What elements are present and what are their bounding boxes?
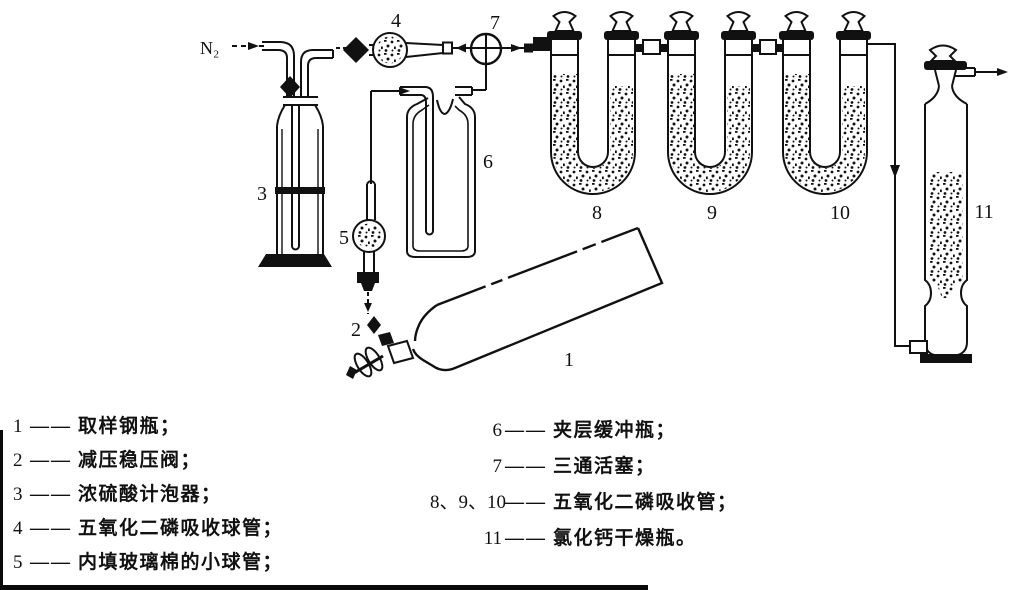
legend-item-number: 1 xyxy=(13,416,23,437)
legend-item: 11—— 氯化钙干燥瓶。 xyxy=(430,523,697,550)
bubbler-bottle-3 xyxy=(258,41,351,267)
nitrogen-inlet: N₂ xyxy=(200,38,266,58)
legend-separator: —— xyxy=(30,518,72,539)
glass-stopper-icon xyxy=(668,11,695,32)
component-label-4: 4 xyxy=(391,10,401,32)
flow-arrow-icon xyxy=(511,44,522,52)
glass-stopper-icon xyxy=(840,11,867,32)
sampling-cylinder-1 xyxy=(411,226,664,372)
gas-inlet-label: N₂ xyxy=(200,38,219,58)
absorbent-fill xyxy=(553,74,633,192)
glass-stopper-icon xyxy=(928,44,958,62)
component-label-11: 11 xyxy=(974,201,993,223)
legend-item-text: 内填玻璃棉的小球管； xyxy=(78,552,284,573)
legend-item-text: 五氧化二磷吸收管； xyxy=(553,492,738,513)
legend-item-number: 3 xyxy=(13,484,23,505)
desiccant-fill xyxy=(929,172,963,282)
flow-arrow-icon xyxy=(399,87,410,95)
legend-item-number: 6 xyxy=(492,420,503,441)
absorbent-fill xyxy=(670,74,750,192)
connector-clamp-icon xyxy=(343,37,369,63)
legend-item-number: 11 xyxy=(483,528,502,549)
component-label-10: 10 xyxy=(830,202,850,224)
u-tube-10 xyxy=(779,11,871,195)
glass-stopper-icon xyxy=(608,11,635,32)
legend-item-text: 浓硫酸计泡器； xyxy=(78,484,222,505)
legend-separator: —— xyxy=(505,420,547,441)
glass-stopper-icon xyxy=(725,11,752,32)
pinch-valve-icon xyxy=(280,76,300,98)
legend-item: 4 —— 五氧化二磷吸收球管； xyxy=(13,513,283,540)
component-label-3: 3 xyxy=(257,183,267,205)
legend-separator: —— xyxy=(505,528,547,549)
u-tube-9 xyxy=(664,11,756,195)
component-label-7: 7 xyxy=(490,12,500,34)
legend-item-text: 取样钢瓶； xyxy=(78,416,181,437)
desiccant-fill xyxy=(376,36,404,64)
tube-connector xyxy=(752,39,783,55)
legend-separator: —— xyxy=(30,552,72,573)
glass-stopper-icon xyxy=(783,11,810,32)
drying-bottle-11 xyxy=(909,44,1008,363)
legend-item: 7—— 三通活塞； xyxy=(430,451,656,478)
glass-stopper-icon xyxy=(551,11,578,32)
flow-arrow-icon xyxy=(364,303,372,312)
legend-item-text: 减压稳压阀； xyxy=(78,450,202,471)
flow-arrow-icon xyxy=(890,165,900,178)
u-tube-8 xyxy=(547,11,639,195)
glass-wool-bulb-5 xyxy=(352,180,386,291)
legend-item-number: 4 xyxy=(13,518,23,539)
legend-separator: —— xyxy=(505,456,547,477)
component-label-8: 8 xyxy=(592,202,602,224)
apparatus-diagram: N₂ 3 xyxy=(200,10,1008,379)
glass-wool-fill xyxy=(356,223,382,249)
transfer-line-to-11 xyxy=(867,43,912,347)
flow-arrow-icon xyxy=(997,68,1008,76)
valve-handle-icon xyxy=(346,366,357,379)
legend-separator: —— xyxy=(505,492,547,513)
legend-item: 1 —— 取样钢瓶； xyxy=(13,411,181,438)
component-label-5: 5 xyxy=(339,227,349,249)
tube-connector xyxy=(635,39,668,55)
legend-item-text: 氯化钙干燥瓶。 xyxy=(553,528,697,549)
legend-item-text: 三通活塞； xyxy=(553,456,656,477)
legend-item: 5 —— 内填玻璃棉的小球管； xyxy=(13,547,283,574)
legend-item: 2 —— 减压稳压阀； xyxy=(13,445,201,472)
legend-item: 8、9、10—— 五氧化二磷吸收管； xyxy=(430,487,738,514)
absorption-bulb-4 xyxy=(343,32,471,68)
component-label-6: 6 xyxy=(483,151,493,173)
three-way-stopcock-7 xyxy=(469,32,551,91)
legend-separator: —— xyxy=(30,484,72,505)
legend-item-text: 五氧化二磷吸收球管； xyxy=(78,518,284,539)
legend-item-number: 2 xyxy=(13,450,23,471)
legend-separator: —— xyxy=(30,416,72,437)
component-label-9: 9 xyxy=(707,202,717,224)
legend-item-text: 夹层缓冲瓶； xyxy=(553,420,677,441)
legend-separator: —— xyxy=(30,450,72,471)
flow-arrow-icon xyxy=(248,42,259,50)
legend-item-number: 8、9、10 xyxy=(430,492,507,513)
legend-item-number: 5 xyxy=(13,552,23,573)
scan-edge-artifact xyxy=(0,585,648,590)
liquid-level xyxy=(275,187,325,194)
pressure-valve-2 xyxy=(346,292,415,379)
buffer-bottle-6 xyxy=(370,86,476,258)
legend-item: 3 —— 浓硫酸计泡器； xyxy=(13,479,222,506)
component-label-2: 2 xyxy=(351,319,361,341)
legend-item-number: 7 xyxy=(492,456,503,477)
flow-arrow-icon xyxy=(456,43,466,53)
absorbent-fill xyxy=(785,74,865,192)
component-label-1: 1 xyxy=(564,349,574,371)
scan-edge-artifact xyxy=(0,430,3,590)
legend-item: 6—— 夹层缓冲瓶； xyxy=(430,415,676,442)
